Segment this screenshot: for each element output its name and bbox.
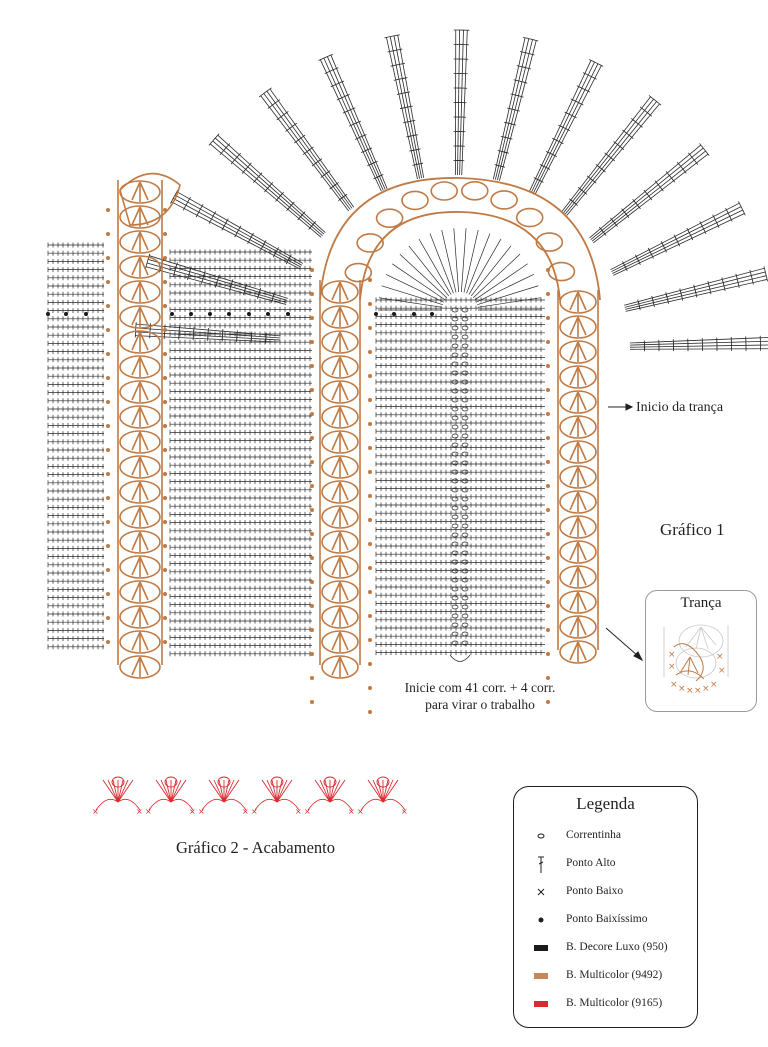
crochet-chart-1 [46, 29, 768, 714]
chart-2-title: Gráfico 2 - Acabamento [176, 838, 335, 857]
legend-label-color-9492: B. Multicolor (9492) [566, 969, 663, 981]
chain-icon [537, 833, 545, 839]
legend-title: Legenda [576, 794, 635, 813]
start-instruction: Inicie com 41 corr. + 4 corr. para virar… [380, 679, 580, 713]
svg-text:×: × [668, 662, 676, 672]
legend-item-chain: Correntinha [526, 827, 696, 847]
legend-item-single: Ponto Baixo [526, 883, 696, 903]
svg-text:×: × [198, 807, 205, 816]
treble-stitch-icon [538, 856, 544, 873]
legend-item-treble: Ponto Alto [526, 855, 696, 875]
svg-text:×: × [716, 652, 724, 662]
braid-detail-diagram: ×××××× ×××× [663, 624, 729, 696]
svg-text:×: × [678, 684, 686, 694]
legend-label-color-9165: B. Multicolor (9165) [566, 997, 663, 1009]
svg-text:×: × [189, 807, 196, 816]
svg-text:×: × [145, 807, 152, 816]
inicio-arrow [608, 403, 634, 411]
start-instruction-line-1: Inicie com 41 corr. + 4 corr. [404, 680, 556, 695]
center-stitch-panel [375, 297, 545, 656]
slip-stitch-row [46, 312, 434, 316]
legend-item-color-9492: B. Multicolor (9492) [526, 967, 696, 987]
svg-text:×: × [694, 686, 702, 696]
svg-text:×: × [251, 807, 258, 816]
braid-detail-box: Trança ×××××× ×××× [645, 590, 757, 712]
svg-text:×: × [686, 686, 694, 696]
legend-label-color-950: B. Decore Luxo (950) [566, 941, 668, 953]
svg-text:×: × [668, 650, 676, 660]
color-swatch-icon [534, 945, 548, 951]
fan-rays [134, 29, 768, 352]
legend-label-treble: Ponto Alto [566, 857, 616, 869]
legend-label-slip: Ponto Baixíssimo [566, 913, 648, 925]
tranca-arrow [605, 627, 644, 662]
legend-item-color-9165: B. Multicolor (9165) [526, 995, 696, 1015]
svg-text:×: × [304, 807, 311, 816]
svg-text:×: × [401, 807, 408, 816]
svg-text:×: × [92, 807, 99, 816]
start-instruction-line-2: para virar o trabalho [425, 697, 535, 712]
legend-label-chain: Correntinha [566, 829, 621, 841]
color-swatch-icon [534, 973, 548, 979]
braid-detail-title: Trança [680, 595, 722, 611]
legend-label-single: Ponto Baixo [566, 885, 624, 897]
svg-text:×: × [136, 807, 143, 816]
middle-stitch-panel [169, 249, 312, 657]
svg-text:×: × [718, 666, 726, 676]
left-stitch-panel [47, 242, 104, 650]
cross-stitch-icon [537, 888, 545, 896]
svg-text:×: × [702, 684, 710, 694]
svg-text:×: × [295, 807, 302, 816]
svg-text:×: × [242, 807, 249, 816]
dot-stitch-icon [538, 917, 544, 923]
braid-start-label: Inicio da trança [636, 400, 724, 415]
color-swatch-icon [534, 1001, 548, 1007]
svg-text:×: × [710, 680, 718, 690]
svg-text:×: × [670, 680, 678, 690]
inner-arch-rays [378, 228, 543, 311]
center-chain-column [449, 307, 471, 662]
braid-dots [106, 208, 550, 714]
crochet-chart-2: ×××××××××××× [92, 776, 408, 816]
chart-1-title: Gráfico 1 [660, 520, 725, 539]
legend-item-color-950: B. Decore Luxo (950) [526, 939, 696, 959]
svg-text:×: × [357, 807, 364, 816]
svg-text:×: × [348, 807, 355, 816]
braid-bands [117, 172, 601, 679]
legend-item-slip: Ponto Baixíssimo [526, 911, 696, 931]
legend-box: Legenda Correntinha Ponto Alto Ponto Bai… [513, 786, 698, 1028]
